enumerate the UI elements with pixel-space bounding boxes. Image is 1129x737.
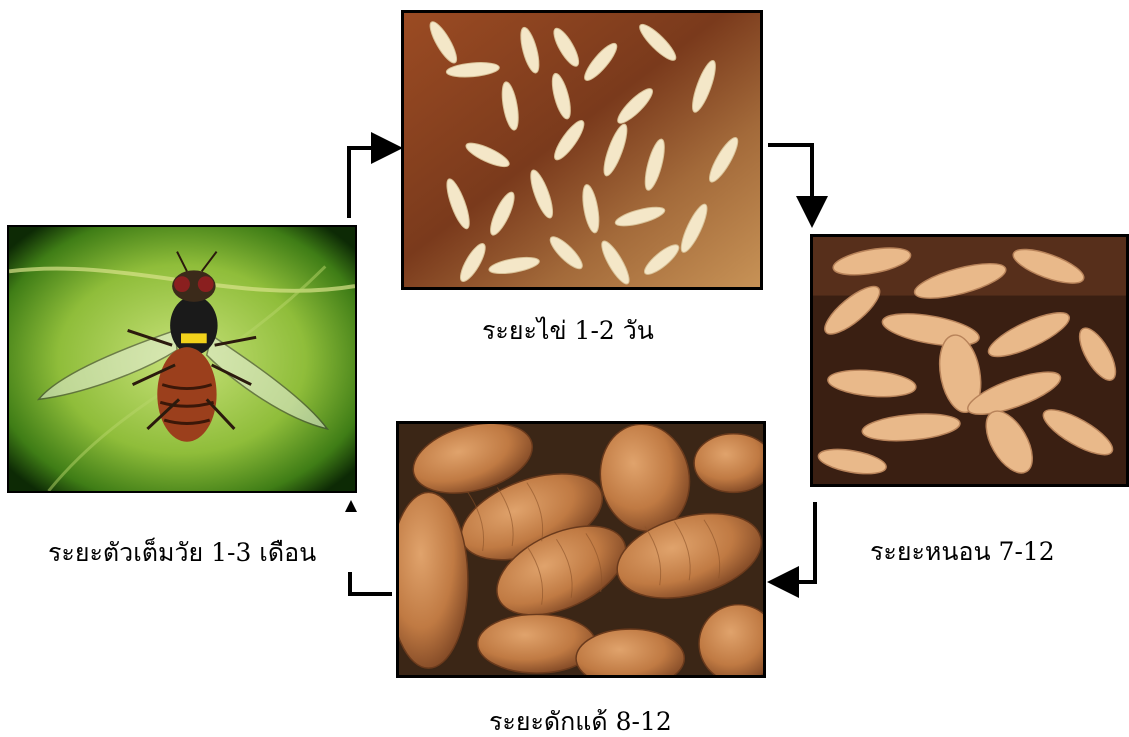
arrow-tip-adult: [345, 500, 357, 512]
arrow-egg-to-larva: [768, 145, 812, 220]
arrow-pupa-to-adult: [350, 572, 392, 594]
pupa-stage-caption: ระยะดักแด้ 8-12: [489, 709, 672, 734]
pupa-stage-photo: [396, 421, 766, 678]
larva-stage-caption: ระยะหนอน 7-12: [870, 539, 1055, 564]
arrow-adult-to-egg: [349, 148, 395, 218]
larva-stage-photo: [810, 234, 1129, 487]
adult-stage-photo: [7, 225, 357, 493]
egg-stage-photo: [401, 10, 763, 290]
arrow-larva-to-pupa: [775, 502, 815, 582]
egg-stage-caption: ระยะไข่ 1-2 วัน: [482, 318, 654, 343]
adult-stage-caption: ระยะตัวเต็มวัย 1-3 เดือน: [48, 540, 316, 565]
